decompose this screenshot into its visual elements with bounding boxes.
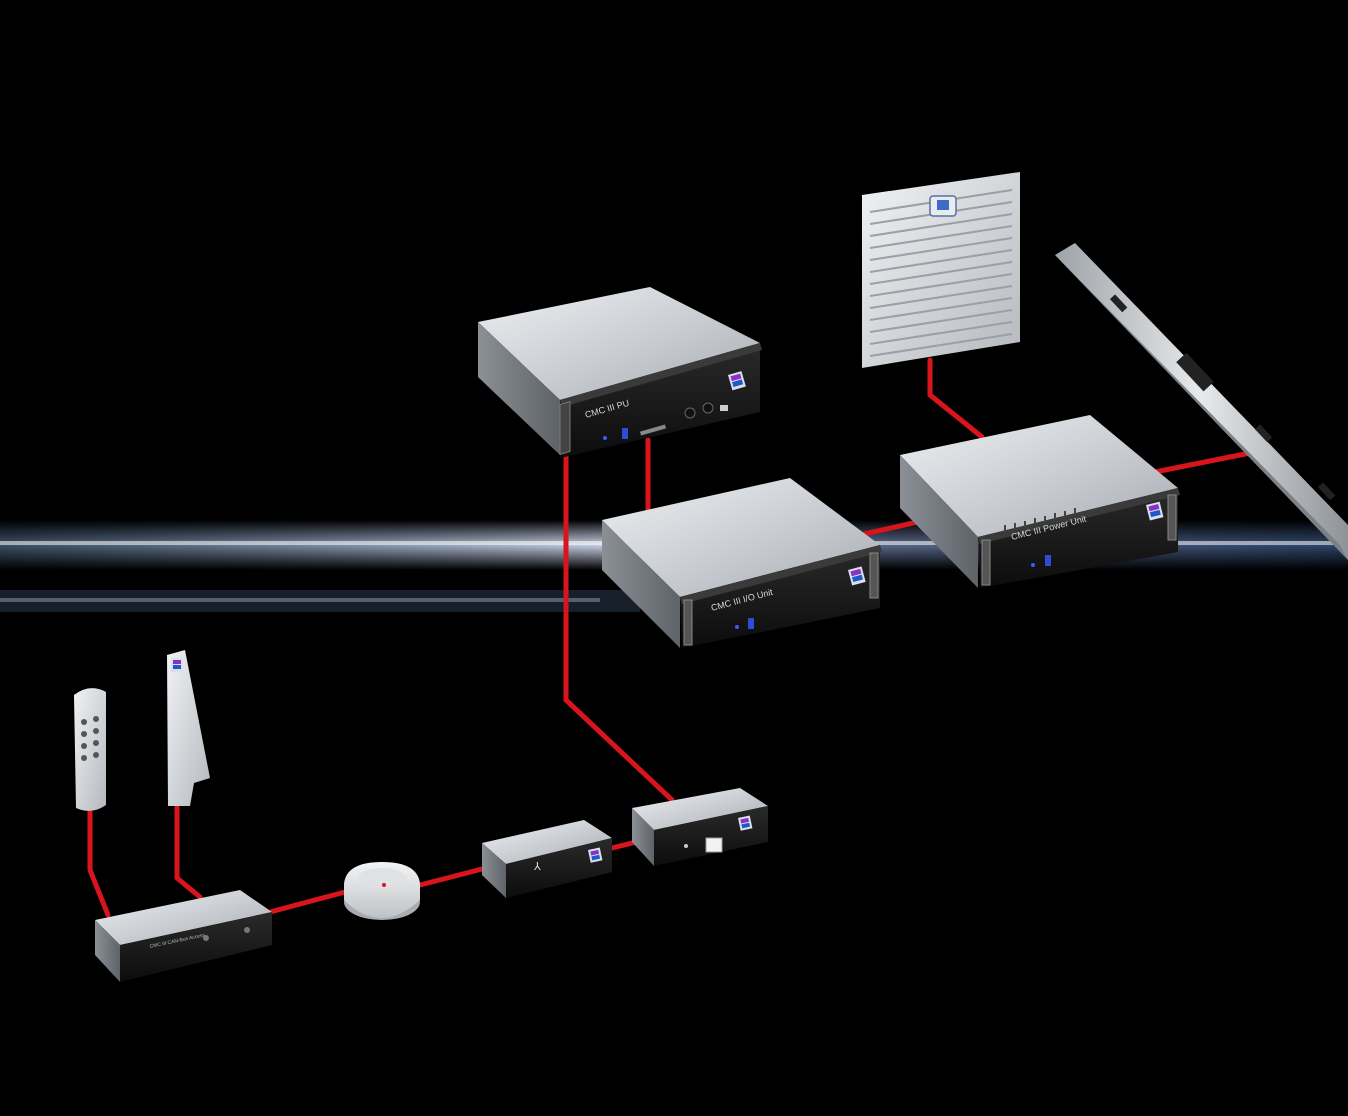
rj45-port-icon [684,407,696,419]
brand-badge-icon [588,847,603,863]
cable-access-to-smoke [267,889,348,915]
pu-handle-left [559,400,571,456]
handle-lock-device [167,650,210,806]
fan-louvres [869,189,1013,357]
access-port-icon [203,935,209,941]
cable-power-to-rail [1152,449,1258,475]
rail-module-icon [1176,352,1214,392]
usb-icon [720,405,728,411]
status-button-icon [1045,555,1051,566]
power-distribution-rail [1055,243,1348,560]
cable-pu-to-sensor [563,452,675,803]
power-handle-left [981,539,991,586]
status-button-icon [748,618,754,629]
rail-socket-icon [1254,424,1273,443]
rail-socket-icon [1109,294,1128,313]
power-handle-right [1167,494,1177,541]
sensor-probe-icon: ⅄ [534,860,541,873]
brand-badge-icon [1146,501,1164,521]
cable-fan-to-power [927,357,985,440]
processing-unit-device: CMC III PU [478,287,762,458]
filter-fan-device [862,172,1020,368]
vent-grille [1004,508,1076,531]
usb-icon [622,428,628,439]
sensor-connector-icon [705,837,723,853]
led-indicator-icon [1031,563,1035,567]
sd-card-slot-icon [639,424,667,436]
rj45-port-icon [702,402,714,414]
brand-badge-icon [738,815,753,831]
led-indicator-icon [603,436,607,440]
smoke-detector-icon [344,862,420,920]
can-bus-access-device: CMC III CAN-Bus Access [95,890,272,982]
brand-badge-icon [728,371,746,391]
access-port-icon [244,927,250,933]
cable-sensor-to-sensor [609,839,639,851]
sensor-module-device: ⅄ [482,820,612,898]
led-indicator-icon [684,844,688,848]
io-unit-device: CMC III I/O Unit [602,478,882,648]
led-indicator-icon [735,625,739,629]
io-handle-right [869,552,879,599]
cable-smoke-to-sensor [417,865,489,888]
io-handle-left [683,599,693,646]
brand-badge-icon [171,658,183,672]
rail-socket-icon [1317,482,1336,501]
cable-handle-to-access [174,803,203,900]
power-unit-device: CMC III Power Unit [900,415,1180,588]
brand-badge-icon [848,566,866,586]
cable-keypad-to-access [87,809,111,918]
network-cables [87,357,1258,918]
keypad-icon [74,688,106,811]
sensor-module-device [632,788,768,866]
